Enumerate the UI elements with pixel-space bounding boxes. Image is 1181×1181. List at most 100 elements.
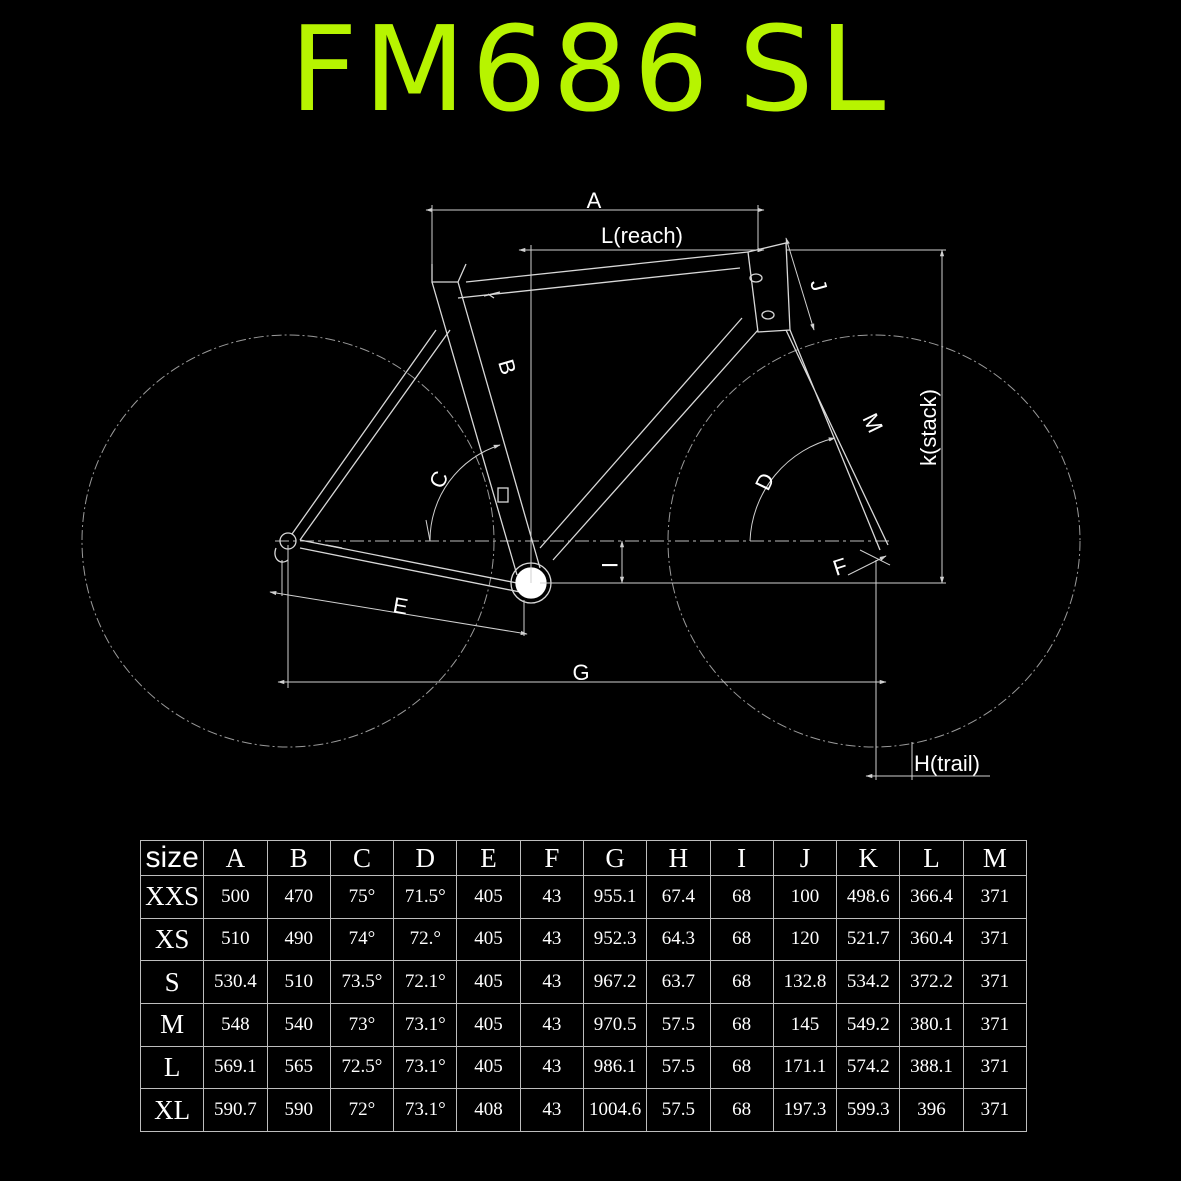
table-cell: 380.1	[899, 1002, 964, 1047]
header-col-j: J	[772, 840, 838, 876]
table-cell: 43	[519, 1045, 584, 1090]
table-cell: 43	[519, 917, 584, 962]
table-cell: 68	[709, 1002, 774, 1047]
table-cell: 371	[962, 1088, 1028, 1132]
table-cell: 171.1	[772, 1045, 838, 1090]
dimension-lines	[269, 205, 990, 780]
table-cell: 73.1°	[393, 1002, 458, 1047]
table-cell: 72.1°	[393, 960, 458, 1004]
table-cell: 43	[519, 1088, 584, 1132]
table-cell: 371	[962, 917, 1028, 962]
table-cell: 408	[456, 1088, 521, 1132]
label-d: D	[750, 469, 779, 494]
table-cell: 590	[266, 1088, 331, 1132]
table-cell: 43	[519, 960, 584, 1004]
bike-frame	[274, 242, 889, 604]
table-cell: 405	[456, 1045, 521, 1090]
table-cell: 986.1	[582, 1045, 648, 1090]
table-cell: 405	[456, 917, 521, 962]
table-cell: 371	[962, 1045, 1028, 1090]
table-cell: 967.2	[582, 960, 648, 1004]
table-cell: 73°	[329, 1002, 395, 1047]
table-cell: 405	[456, 960, 521, 1004]
label-f: F	[830, 553, 851, 581]
table-cell: 72.5°	[329, 1045, 395, 1090]
size-cell: L	[139, 1045, 205, 1090]
label-stack: k(stack)	[916, 389, 941, 466]
label-g: G	[572, 660, 589, 685]
header-col-e: E	[456, 840, 521, 876]
label-i: I	[597, 562, 622, 568]
size-cell: XXS	[139, 875, 205, 919]
table-cell: 57.5	[646, 1088, 711, 1132]
header-col-a: A	[203, 840, 268, 876]
table-cell: 540	[266, 1002, 331, 1047]
table-cell: 63.7	[646, 960, 711, 1004]
header-col-h: H	[646, 840, 711, 876]
table-cell: 530.4	[203, 960, 268, 1004]
label-m: M	[858, 409, 889, 436]
size-cell: S	[139, 960, 205, 1004]
table-cell: 565	[266, 1045, 331, 1090]
table-cell: 57.5	[646, 1002, 711, 1047]
table-cell: 569.1	[203, 1045, 268, 1090]
model-variant: SL	[738, 0, 892, 138]
table-cell: 360.4	[899, 917, 964, 962]
table-cell: 590.7	[203, 1088, 268, 1132]
header-col-b: B	[266, 840, 331, 876]
table-cell: 510	[203, 917, 268, 962]
table-cell: 73.1°	[393, 1045, 458, 1090]
header-size: size	[139, 840, 205, 876]
table-cell: 67.4	[646, 875, 711, 919]
table-cell: 405	[456, 875, 521, 919]
table-cell: 388.1	[899, 1045, 964, 1090]
table-cell: 73.1°	[393, 1088, 458, 1132]
table-cell: 405	[456, 1002, 521, 1047]
table-cell: 68	[709, 1045, 774, 1090]
table-cell: 534.2	[836, 960, 901, 1004]
table-cell: 68	[709, 1088, 774, 1132]
table-cell: 68	[709, 960, 774, 1004]
table-cell: 64.3	[646, 917, 711, 962]
table-cell: 549.2	[836, 1002, 901, 1047]
table-cell: 74°	[329, 917, 395, 962]
table-cell: 197.3	[772, 1088, 838, 1132]
table-cell: 145	[772, 1002, 838, 1047]
label-trail: H(trail)	[914, 751, 980, 776]
label-c: C	[424, 467, 453, 492]
table-cell: 371	[962, 1002, 1028, 1047]
table-cell: 132.8	[772, 960, 838, 1004]
label-j: J	[805, 276, 832, 293]
table-cell: 521.7	[836, 917, 901, 962]
table-cell: 371	[962, 875, 1028, 919]
header-col-m: M	[962, 840, 1028, 876]
table-cell: 43	[519, 1002, 584, 1047]
label-a: A	[587, 188, 602, 213]
table-cell: 500	[203, 875, 268, 919]
table-cell: 1004.6	[582, 1088, 648, 1132]
table-cell: 548	[203, 1002, 268, 1047]
table-cell: 599.3	[836, 1088, 901, 1132]
header-col-g: G	[582, 840, 648, 876]
table-cell: 470	[266, 875, 331, 919]
size-cell: XL	[139, 1088, 205, 1132]
table-cell: 72.°	[393, 917, 458, 962]
label-reach: L(reach)	[601, 223, 683, 248]
header-col-l: L	[899, 840, 964, 876]
label-e: E	[391, 592, 410, 619]
header-col-k: K	[836, 840, 901, 876]
table-cell: 366.4	[899, 875, 964, 919]
table-cell: 372.2	[899, 960, 964, 1004]
table-cell: 396	[899, 1088, 964, 1132]
table-cell: 75°	[329, 875, 395, 919]
table-cell: 68	[709, 917, 774, 962]
table-cell: 952.3	[582, 917, 648, 962]
header-col-d: D	[393, 840, 458, 876]
